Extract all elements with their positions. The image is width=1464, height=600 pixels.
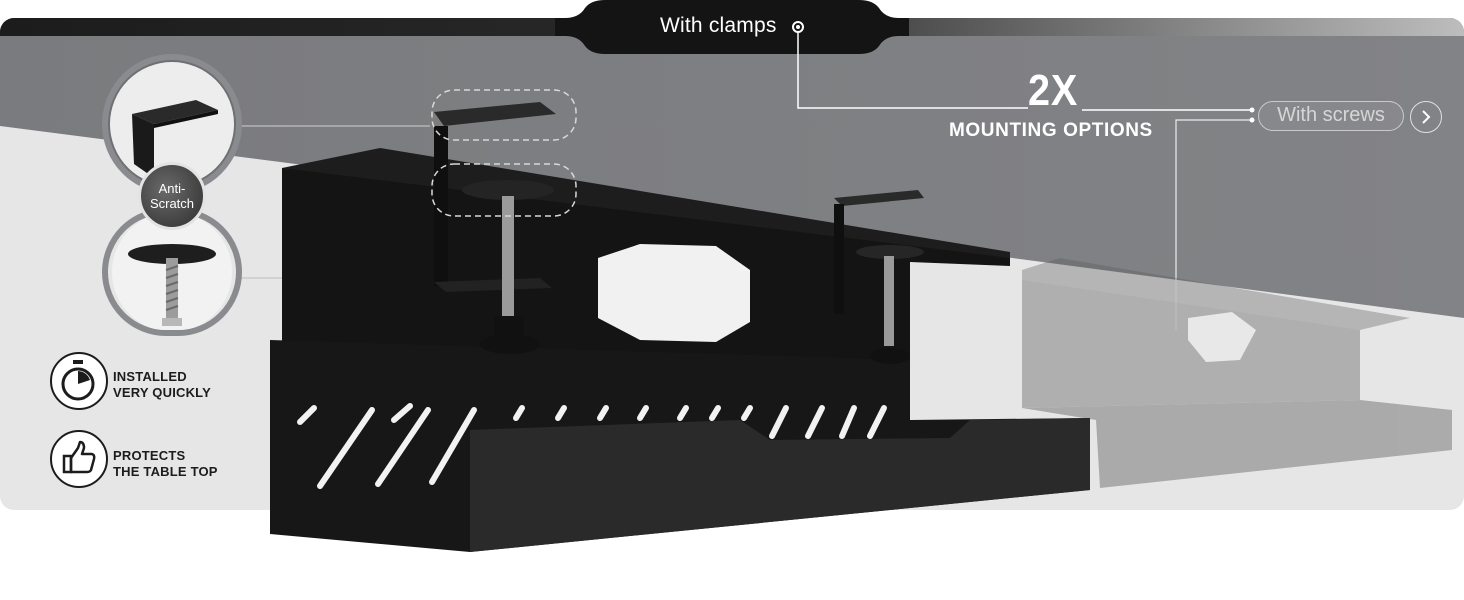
clamp-plate-icon bbox=[110, 62, 234, 186]
feature-installed-line2: VERY QUICKLY bbox=[113, 385, 212, 400]
thumbs-up-icon bbox=[50, 430, 108, 488]
options-count: 2X bbox=[1028, 66, 1079, 115]
anti-scratch-badge: Anti- Scratch bbox=[138, 162, 206, 230]
clamp-plate-detail bbox=[102, 54, 242, 194]
clamp-screw-icon bbox=[112, 214, 232, 330]
feature-protects-line2: THE TABLE TOP bbox=[113, 464, 218, 479]
clamps-tab-label: With clamps bbox=[660, 14, 777, 37]
chevron-right-icon bbox=[1422, 110, 1431, 124]
feature-installed-line1: INSTALLED bbox=[113, 369, 187, 384]
feature-protects-line1: PROTECTS bbox=[113, 448, 186, 463]
clamp-screw-detail bbox=[102, 208, 242, 336]
feature-installed: INSTALLED VERY QUICKLY bbox=[113, 369, 211, 401]
feature-protects: PROTECTS THE TABLE TOP bbox=[113, 448, 218, 480]
next-option-button[interactable] bbox=[1410, 101, 1442, 133]
clamps-tab bbox=[555, 0, 909, 54]
stopwatch-icon bbox=[50, 352, 108, 410]
options-subtitle: MOUNTING OPTIONS bbox=[949, 120, 1153, 141]
with-screws-button[interactable]: With screws bbox=[1258, 101, 1404, 131]
